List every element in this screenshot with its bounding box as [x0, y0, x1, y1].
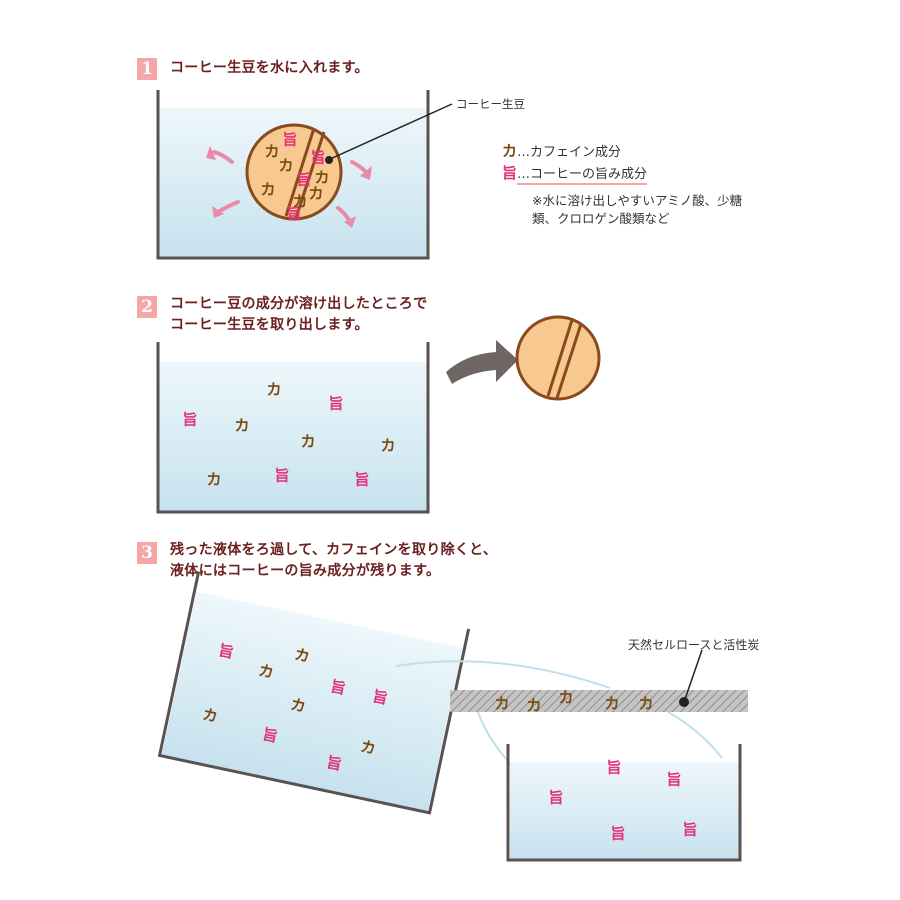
container-step-3-tilted	[157, 571, 471, 815]
caffeine-mark: カ	[308, 185, 323, 203]
umami-mark: 旨	[182, 411, 197, 429]
step-badge-2: 2	[137, 296, 157, 318]
umami-mark: 旨	[217, 641, 235, 662]
umami-mark: 旨	[310, 149, 325, 167]
callout-line-bean	[327, 103, 453, 161]
caffeine-mark: カ	[257, 661, 275, 682]
arrow-icon	[350, 160, 372, 180]
caffeine-mark: カ	[292, 193, 307, 211]
umami-mark: 旨	[282, 131, 297, 149]
legend-umami-label: …コーヒーの旨み成分	[517, 167, 648, 185]
caffeine-mark: カ	[234, 417, 249, 435]
caffeine-mark: カ	[558, 689, 573, 707]
caffeine-mark: カ	[201, 705, 219, 726]
caffeine-mark: カ	[380, 437, 395, 455]
caffeine-mark: カ	[266, 381, 281, 399]
umami-mark: 旨	[261, 725, 279, 746]
water-step-2	[158, 362, 428, 512]
caffeine-mark: カ	[314, 169, 329, 187]
umami-mark: 旨	[606, 759, 621, 777]
bean-icon	[515, 315, 601, 401]
legend-umami: 旨…コーヒーの旨み成分	[502, 164, 648, 185]
arrow-icon	[336, 206, 356, 228]
umami-mark: 旨	[371, 687, 389, 708]
arrow-icon	[206, 146, 234, 164]
caffeine-mark: カ	[502, 142, 518, 160]
tank-step-2	[156, 342, 430, 514]
legend-caffeine: カ…カフェイン成分	[502, 142, 621, 162]
caffeine-mark: カ	[526, 697, 541, 715]
legend-note: ※水に溶け出しやすいアミノ酸、少糖類、クロロゲン酸類など	[532, 193, 743, 226]
step-badge-1: 1	[137, 58, 157, 80]
callout-dot-filter	[679, 697, 689, 707]
caffeine-mark: カ	[260, 181, 275, 199]
umami-mark: 旨	[502, 164, 518, 182]
tank-step-3-receiver	[506, 744, 742, 862]
umami-mark: 旨	[329, 677, 347, 698]
caffeine-mark: カ	[494, 695, 509, 713]
tank-step-3-tilted	[157, 571, 471, 815]
container-step-2	[156, 342, 430, 514]
caffeine-mark: カ	[300, 433, 315, 451]
caffeine-mark: カ	[264, 143, 279, 161]
caffeine-mark: カ	[206, 471, 221, 489]
bean-icon	[245, 123, 343, 221]
green-bean-callout: コーヒー生豆	[456, 97, 525, 111]
water-step-3-tilted	[161, 591, 463, 813]
caffeine-mark: カ	[289, 695, 307, 716]
step-2-line-1: コーヒー豆の成分が溶け出したところで	[170, 296, 428, 312]
step-badge-3: 3	[137, 542, 157, 564]
filter-bar	[450, 690, 748, 712]
caffeine-mark: カ	[604, 695, 619, 713]
container-step-3-receiver	[506, 744, 742, 862]
container-step-1	[156, 90, 430, 260]
umami-mark: 旨	[354, 471, 369, 489]
umami-mark: 旨	[682, 821, 697, 839]
step-2-text: コーヒー豆の成分が溶け出したところで コーヒー生豆を取り出します。	[170, 294, 427, 336]
step-2-line-2: コーヒー生豆を取り出します。	[170, 317, 369, 333]
step-3-line-1: 残った液体をろ過して、カフェインを取り除くと、	[170, 542, 498, 558]
component-marks: カ旨カ旨カ旨カカ旨カカ旨旨カカカカ旨旨旨カカ旨旨カカ旨カ旨カカカカカ旨旨旨旨旨	[182, 131, 697, 843]
umami-mark: 旨	[286, 205, 301, 223]
legend-caffeine-label: …カフェイン成分	[517, 145, 622, 160]
umami-mark: 旨	[610, 825, 625, 843]
caffeine-mark: カ	[359, 737, 377, 758]
caffeine-mark: カ	[638, 695, 653, 713]
dissolve-arrows	[206, 146, 372, 228]
arrow-icon	[212, 200, 240, 218]
step-3-line-2: 液体にはコーヒーの旨み成分が残ります。	[170, 563, 441, 579]
filter-callout: 天然セルロースと活性炭	[628, 638, 760, 652]
step-3-text: 残った液体をろ過して、カフェインを取り除くと、 液体にはコーヒーの旨み成分が残り…	[170, 540, 497, 582]
callout-line-filter	[683, 649, 703, 703]
caffeine-mark: カ	[293, 645, 311, 666]
umami-mark: 旨	[548, 789, 563, 807]
caffeine-mark: カ	[278, 157, 293, 175]
step-1-line-1: コーヒー生豆を水に入れます。	[170, 60, 369, 76]
arrow-icon	[446, 340, 518, 384]
umami-mark: 旨	[328, 395, 343, 413]
umami-mark: 旨	[325, 753, 343, 774]
umami-mark: 旨	[666, 771, 681, 789]
step-1-text: コーヒー生豆を水に入れます。	[170, 58, 369, 79]
callout-dot-bean	[325, 156, 333, 164]
umami-mark: 旨	[296, 171, 311, 189]
umami-mark: 旨	[274, 467, 289, 485]
water-step-3-receiver	[510, 762, 740, 860]
